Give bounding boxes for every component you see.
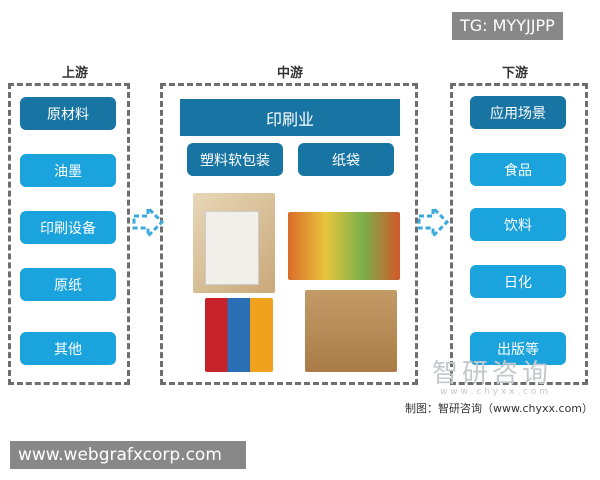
upstream-item: 其他 <box>20 332 116 365</box>
source-note: 制图：智研咨询（www.chyxx.com） <box>405 402 594 415</box>
upstream-item: 原纸 <box>20 268 116 301</box>
paper-bag-image <box>193 193 275 293</box>
downstream-item: 日化 <box>470 265 566 298</box>
downstream-title: 下游 <box>501 66 528 81</box>
upstream-item: 油墨 <box>20 154 116 187</box>
arrow-right-icon <box>417 205 449 239</box>
bottom-watermark: www.webgrafxcorp.com <box>10 441 246 469</box>
midstream-title: 中游 <box>276 66 303 81</box>
downstream-panel <box>450 83 588 385</box>
upstream-item: 印刷设备 <box>20 211 116 244</box>
logo-url: w w w . c h y x x . c o m <box>440 387 548 397</box>
midstream-item: 纸袋 <box>298 143 394 176</box>
midstream-panel <box>160 83 418 385</box>
downstream-item: 出版等 <box>470 332 566 365</box>
upstream-title: 上游 <box>61 66 88 81</box>
carton-box-image <box>305 290 397 372</box>
upstream-item: 原材料 <box>20 97 116 130</box>
downstream-item: 食品 <box>470 153 566 186</box>
printing-industry-header: 印刷业 <box>180 99 400 136</box>
logo-watermark: 智研咨询 <box>432 359 553 389</box>
upstream-panel <box>8 83 130 385</box>
snack-packages-image <box>288 212 400 280</box>
tg-label: TG: MYYJJPP <box>452 12 563 40</box>
pouch-bags-image <box>205 298 273 372</box>
downstream-item: 饮料 <box>470 208 566 241</box>
midstream-item: 塑料软包装 <box>187 143 283 176</box>
downstream-item: 应用场景 <box>470 96 566 129</box>
arrow-right-icon <box>132 205 164 239</box>
